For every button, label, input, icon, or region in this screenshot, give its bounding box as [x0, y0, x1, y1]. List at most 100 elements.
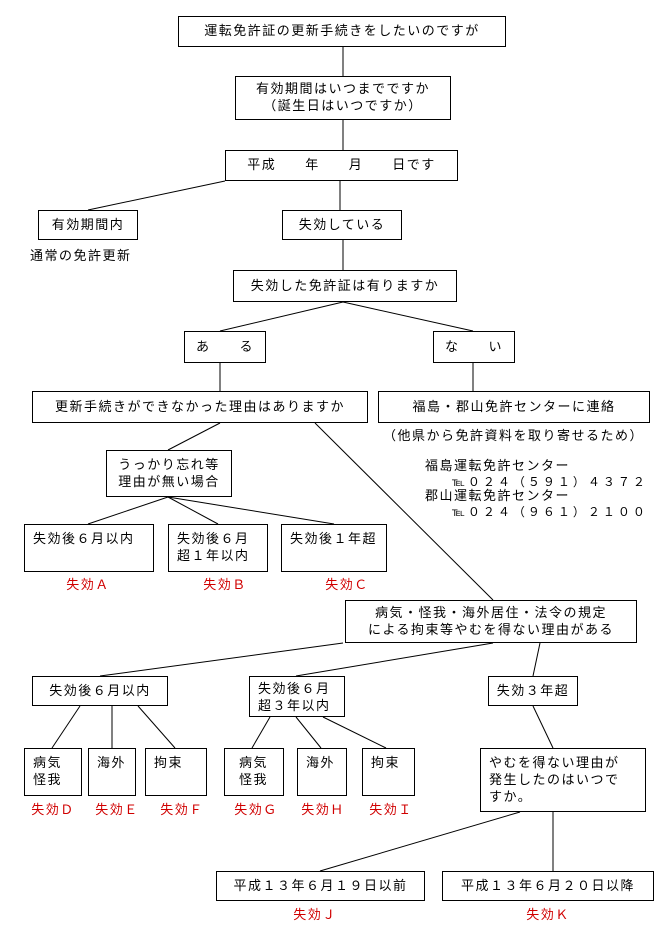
connector	[219, 301, 344, 332]
fukushima-center-tel: ℡０２４（５９１）４３７２	[452, 475, 648, 489]
connector	[532, 705, 554, 749]
node-text-line-3: すか。	[489, 790, 533, 805]
node-text: 有効期間内	[51, 217, 125, 233]
outcome-g: 失効Ｇ	[234, 803, 278, 818]
outcome-a: 失効Ａ	[66, 578, 110, 593]
node-illness-injury-2: 病気 怪我	[224, 748, 284, 796]
note-normal-renewal: 通常の免許更新	[30, 249, 132, 264]
connector	[87, 496, 169, 525]
node-text-line-1: うっかり忘れ等	[118, 457, 220, 473]
node-text-line-2: 理由が無い場合	[118, 474, 220, 490]
question-has-license: 失効した免許証は有りますか	[233, 270, 457, 302]
node-after-h13-6-20: 平成１３年６月２０日以降	[442, 871, 654, 901]
node-text-line-2: 超３年以内	[258, 699, 331, 714]
question-reason: 更新手続きができなかった理由はありますか	[32, 391, 368, 423]
outcome-k: 失効Ｋ	[526, 908, 570, 923]
outcome-b: 失効Ｂ	[203, 578, 247, 593]
node-text-line-1: 失効後６月	[258, 682, 331, 697]
node-text: 拘束	[154, 756, 184, 771]
outcome-c: 失効Ｃ	[325, 578, 369, 593]
connector	[167, 496, 335, 525]
node-text: 運転免許証の更新手続きをしたいのですが	[204, 24, 480, 39]
outcome-d: 失効Ｄ	[31, 803, 75, 818]
node-expired-within-6-months: 失効後６月以内	[24, 524, 154, 572]
node-before-h13-6-19: 平成１３年６月１９日以前	[216, 871, 425, 901]
node-text-line-1: 病気	[33, 756, 63, 771]
connector	[322, 716, 387, 749]
node-text: 平成１３年６月１９日以前	[233, 878, 408, 894]
connector	[167, 422, 221, 451]
node-text: 平成 年 月 日です	[247, 158, 436, 173]
node-detention-2: 拘束	[362, 748, 415, 796]
node-text: 失効３年超	[496, 683, 570, 699]
connector	[532, 642, 541, 677]
question-renewal: 運転免許証の更新手続きをしたいのですが	[178, 16, 506, 47]
node-text: 失効後６月以内	[33, 532, 135, 547]
connector	[314, 422, 494, 601]
node-text: 海外	[97, 756, 127, 771]
outcome-i: 失効Ｉ	[369, 803, 413, 818]
node-detention-1: 拘束	[145, 748, 207, 796]
connector	[167, 496, 219, 525]
connector	[342, 301, 474, 332]
question-validity-period: 有効期間はいつまでですか （誕生日はいつですか）	[235, 76, 451, 120]
question-when-reason-occurred: やむを得ない理由が 発生したのはいつで すか。	[480, 748, 646, 812]
node-text: 失効後６月以内	[49, 683, 151, 699]
connector	[137, 705, 176, 749]
answer-no: な い	[433, 331, 515, 363]
node-text-line-1: 病気	[239, 756, 269, 771]
connector	[319, 811, 521, 872]
node-overseas-2: 海外	[297, 748, 347, 796]
node-text: 失効した免許証は有りますか	[250, 278, 440, 294]
node-text: 平成１３年６月２０日以降	[460, 878, 635, 894]
node-unavoidable-over-3-years: 失効３年超	[488, 676, 578, 706]
outcome-f: 失効Ｆ	[160, 803, 204, 818]
node-text: 福島・郡山免許センターに連絡	[412, 399, 616, 415]
node-expired: 失効している	[282, 210, 402, 240]
node-text-line-2: 怪我	[33, 773, 63, 788]
node-text-line-2: 発生したのはいつで	[489, 773, 620, 788]
note-reason: （他県から免許資料を取り寄せるため）	[383, 429, 645, 444]
outcome-e: 失効Ｅ	[95, 803, 139, 818]
node-text-line-2: （誕生日はいつですか）	[263, 99, 423, 114]
koriyama-center-tel: ℡０２４（９６１）２１００	[452, 505, 648, 519]
node-text-line-2: による拘束等やむを得ない理由がある	[367, 622, 615, 638]
node-text: 海外	[306, 756, 336, 771]
koriyama-center-name: 郡山運転免許センター	[425, 489, 571, 504]
node-no-reason: うっかり忘れ等 理由が無い場合	[106, 450, 232, 497]
fukushima-center-name: 福島運転免許センター	[425, 459, 571, 474]
node-within-validity: 有効期間内	[38, 210, 138, 240]
node-text-line-1: やむを得ない理由が	[489, 756, 620, 771]
connector	[87, 180, 226, 211]
node-text: 拘束	[371, 756, 401, 771]
answer-yes: あ る	[184, 331, 266, 363]
node-text: な い	[444, 339, 503, 355]
connector	[251, 716, 271, 749]
node-text-line-1: 病気・怪我・海外居住・法令の規定	[374, 605, 607, 621]
node-text-line-1: 有効期間はいつまでですか	[255, 82, 430, 97]
node-unavoidable-6-months-to-3-years: 失効後６月 超３年以内	[249, 676, 345, 717]
node-expired-over-1-year: 失効後１年超	[281, 524, 387, 572]
node-text: あ る	[195, 339, 254, 355]
connector	[51, 705, 81, 749]
outcome-j: 失効Ｊ	[293, 908, 337, 923]
answer-date: 平成 年 月 日です	[225, 150, 458, 181]
outcome-h: 失効Ｈ	[301, 803, 345, 818]
node-text: 更新手続きができなかった理由はありますか	[54, 399, 345, 415]
node-unavoidable-within-6-months: 失効後６月以内	[32, 676, 168, 706]
connector	[295, 716, 322, 749]
connector	[99, 642, 344, 677]
node-text-line-2: 怪我	[239, 773, 269, 788]
node-overseas-1: 海外	[88, 748, 136, 796]
connector	[295, 642, 494, 677]
node-text-line-2: 超１年以内	[177, 549, 250, 564]
node-text-line-1: 失効後６月	[177, 532, 250, 547]
node-text: 失効している	[298, 217, 386, 233]
node-text: 失効後１年超	[290, 532, 378, 547]
node-illness-injury-1: 病気 怪我	[24, 748, 82, 796]
node-unavoidable-reason: 病気・怪我・海外居住・法令の規定 による拘束等やむを得ない理由がある	[345, 600, 637, 643]
node-expired-6-months-to-1-year: 失効後６月 超１年以内	[168, 524, 268, 572]
node-contact-center: 福島・郡山免許センターに連絡	[378, 391, 650, 423]
